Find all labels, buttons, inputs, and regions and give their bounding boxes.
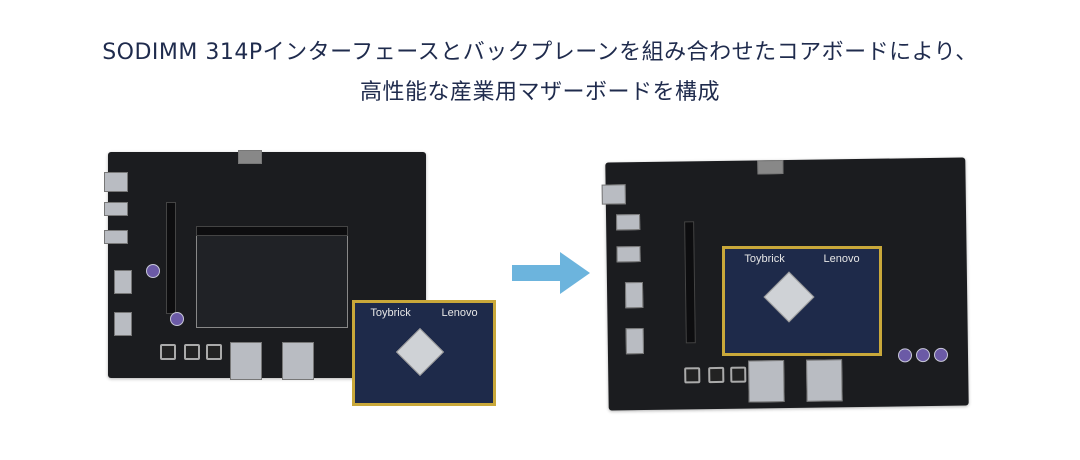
button <box>708 366 725 384</box>
lenovo-logo: Lenovo <box>441 307 478 319</box>
soc-chip <box>395 327 445 377</box>
ethernet-port <box>748 360 785 403</box>
usb-port <box>625 328 644 355</box>
heading-line-2: 高性能な産業用マザーボードを構成 <box>359 80 720 105</box>
usb-port <box>104 172 128 192</box>
usb-port <box>624 282 644 309</box>
button <box>184 344 200 360</box>
module-logo: Toybrick Lenovo <box>355 307 493 319</box>
core-module-installed: Toybrick Lenovo <box>722 246 882 356</box>
capacitor <box>897 348 913 363</box>
button <box>206 344 222 360</box>
usb-port <box>616 246 641 263</box>
toybrick-logo: Toybrick <box>370 307 411 319</box>
button <box>160 344 176 360</box>
arrow-right-icon <box>512 252 590 294</box>
toybrick-logo: Toybrick <box>744 253 785 265</box>
soc-chip <box>763 271 815 323</box>
sodimm-socket <box>196 226 348 328</box>
usb-port <box>104 202 128 216</box>
ethernet-port <box>282 342 314 380</box>
usb-port <box>114 270 132 294</box>
capacitor <box>933 347 949 362</box>
button <box>730 366 747 383</box>
lenovo-logo: Lenovo <box>823 253 860 265</box>
button <box>684 367 701 384</box>
usb-port <box>104 230 128 244</box>
capacitor <box>170 312 184 326</box>
hdmi-port <box>238 150 262 164</box>
carrier-board-left <box>104 150 426 380</box>
heading-line-1: SODIMM 314Pインターフェースとバックプレーンを組み合わせたコアボードに… <box>102 40 978 65</box>
sodimm-connector <box>196 226 348 236</box>
ethernet-port <box>230 342 262 380</box>
hdmi-port <box>757 160 784 175</box>
pcie-slot <box>684 221 696 344</box>
module-logo: Toybrick Lenovo <box>725 253 879 265</box>
usb-port <box>114 312 132 336</box>
capacitor <box>146 264 160 278</box>
pcie-slot <box>166 202 176 314</box>
ethernet-port <box>806 359 843 402</box>
usb-port <box>616 214 641 231</box>
capacitor <box>915 348 931 363</box>
core-module-left: Toybrick Lenovo <box>352 300 496 406</box>
usb-port <box>601 184 626 205</box>
